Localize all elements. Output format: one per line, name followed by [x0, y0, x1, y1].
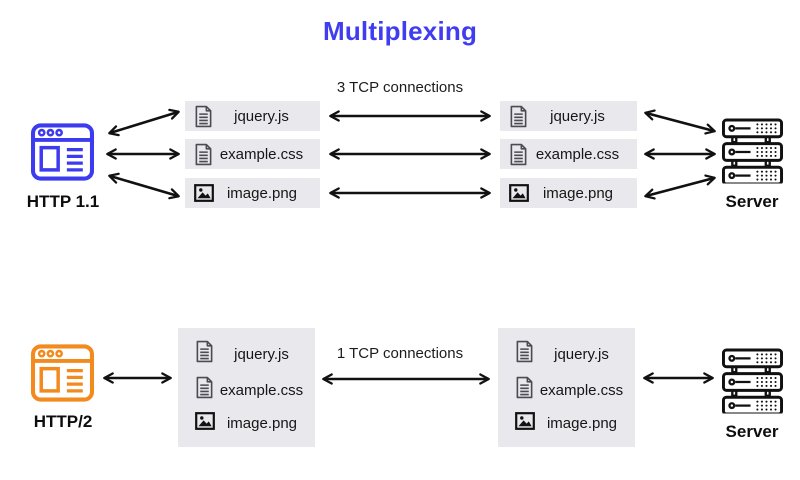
server-icon	[722, 118, 783, 184]
file-row: jquery.js	[178, 340, 309, 368]
http2-server-label: Server	[725, 422, 779, 441]
file-chip: example.css	[500, 139, 637, 169]
http2-client-label: HTTP/2	[33, 412, 93, 431]
image-icon	[515, 412, 535, 435]
http2-connection-label: 1 TCP connections	[336, 345, 464, 362]
file-group-box: jquery.js example.css image.png	[498, 328, 635, 447]
document-icon	[195, 340, 214, 368]
file-group-box: jquery.js example.css image.png	[178, 328, 315, 447]
file-label: example.css	[535, 145, 620, 163]
arrow-http11-client-jquery	[108, 108, 180, 137]
file-label: example.css	[219, 381, 304, 399]
document-icon	[509, 105, 528, 128]
file-label: jquery.js	[234, 107, 289, 125]
file-row: jquery.js	[498, 340, 629, 368]
image-icon	[194, 184, 214, 202]
file-row: image.png	[178, 412, 309, 435]
document-icon	[509, 143, 528, 166]
file-chip: jquery.js	[185, 101, 320, 131]
image-icon	[195, 412, 215, 435]
file-row: image.png	[498, 412, 629, 435]
http11-connection-label: 3 TCP connections	[336, 79, 464, 96]
server-icon	[722, 348, 783, 414]
file-chip: example.css	[185, 139, 320, 169]
file-label: example.css	[219, 145, 304, 163]
page-title: Multiplexing	[322, 16, 478, 46]
file-label: image.png	[546, 415, 618, 432]
document-icon	[195, 376, 214, 404]
file-chip: image.png	[500, 178, 637, 208]
file-row: example.css	[498, 376, 629, 404]
file-label: image.png	[542, 184, 614, 202]
file-label: jquery.js	[554, 345, 609, 363]
http11-server-label: Server	[725, 192, 779, 211]
browser-icon	[30, 123, 95, 181]
file-chip: jquery.js	[500, 101, 637, 131]
file-label: image.png	[226, 184, 298, 202]
document-icon	[515, 340, 534, 368]
file-label: jquery.js	[234, 345, 289, 363]
file-chip: image.png	[185, 178, 320, 208]
image-icon	[509, 184, 529, 202]
file-label: example.css	[539, 381, 624, 399]
document-icon	[515, 376, 534, 404]
arrow-http11-server-image	[644, 174, 716, 200]
file-label: image.png	[226, 415, 298, 432]
arrow-http11-server-jquery	[644, 109, 716, 135]
document-icon	[194, 105, 213, 128]
document-icon	[194, 143, 213, 166]
file-label: jquery.js	[550, 107, 605, 125]
arrow-http11-client-image	[108, 172, 180, 200]
file-row: example.css	[178, 376, 309, 404]
http11-client-label: HTTP 1.1	[26, 192, 100, 211]
browser-icon	[30, 344, 95, 402]
